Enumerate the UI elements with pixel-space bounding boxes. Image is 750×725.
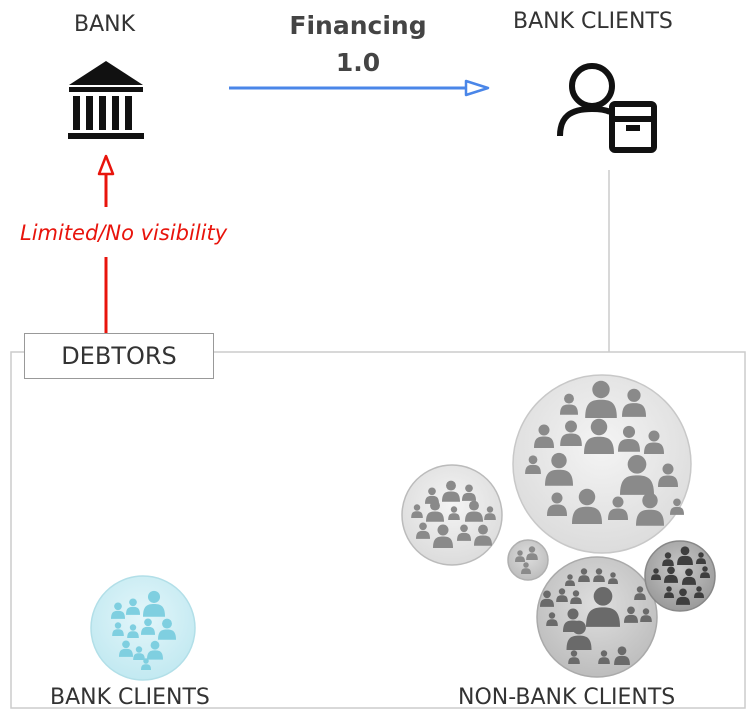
client-group-left [401, 464, 503, 566]
non-bank-clients-label: NON-BANK CLIENTS [458, 685, 676, 710]
bank-clients-bottom-label: BANK CLIENTS [50, 685, 210, 710]
client-group-large [512, 374, 692, 554]
client-group-dark [644, 540, 716, 612]
client-group-bottom [536, 556, 658, 678]
financing-version: 1.0 [335, 48, 381, 77]
financing-arrow [229, 79, 490, 97]
bank-label: BANK [74, 12, 136, 37]
bank-clients-bubble [90, 575, 196, 681]
visibility-label: Limited/No visibility [20, 221, 228, 245]
non-bank-clients-cluster [401, 374, 716, 678]
client-group-tiny [507, 539, 549, 581]
debtors-label-box: DEBTORS [24, 333, 214, 379]
bank-clients-top-label: BANK CLIENTS [513, 9, 673, 34]
bank-building-icon [68, 61, 144, 139]
person-with-box-icon [557, 63, 657, 153]
visibility-arrow [97, 154, 115, 333]
debtors-frame [10, 351, 746, 709]
financing-title: Financing [289, 11, 427, 40]
